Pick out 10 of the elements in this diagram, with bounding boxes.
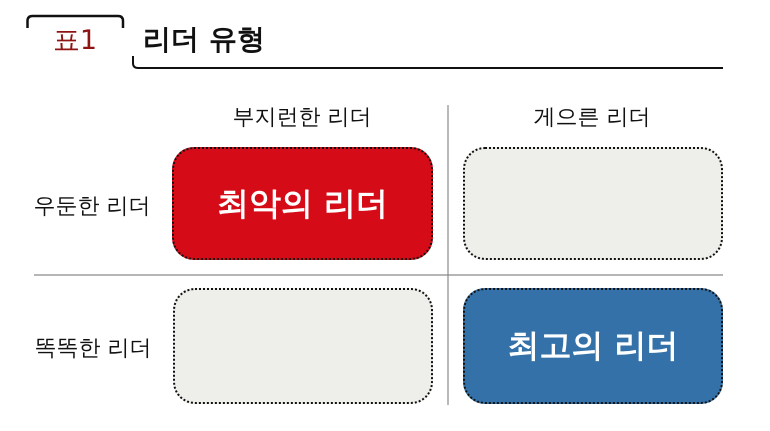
row-header: 우둔한 리더 [34,194,150,220]
column-header: 부지런한 리더 [232,106,372,130]
row-header: 똑똑한 리더 [34,336,152,362]
title: 리더 유형 [143,24,265,56]
rounded-box [173,288,433,404]
column-header: 게으른 리더 [534,106,650,130]
rounded-box: 최악의 리더 [172,147,433,260]
rounded-box [463,147,723,260]
table-number: 표1 [52,26,98,56]
rounded-box: 최고의 리더 [463,288,723,404]
